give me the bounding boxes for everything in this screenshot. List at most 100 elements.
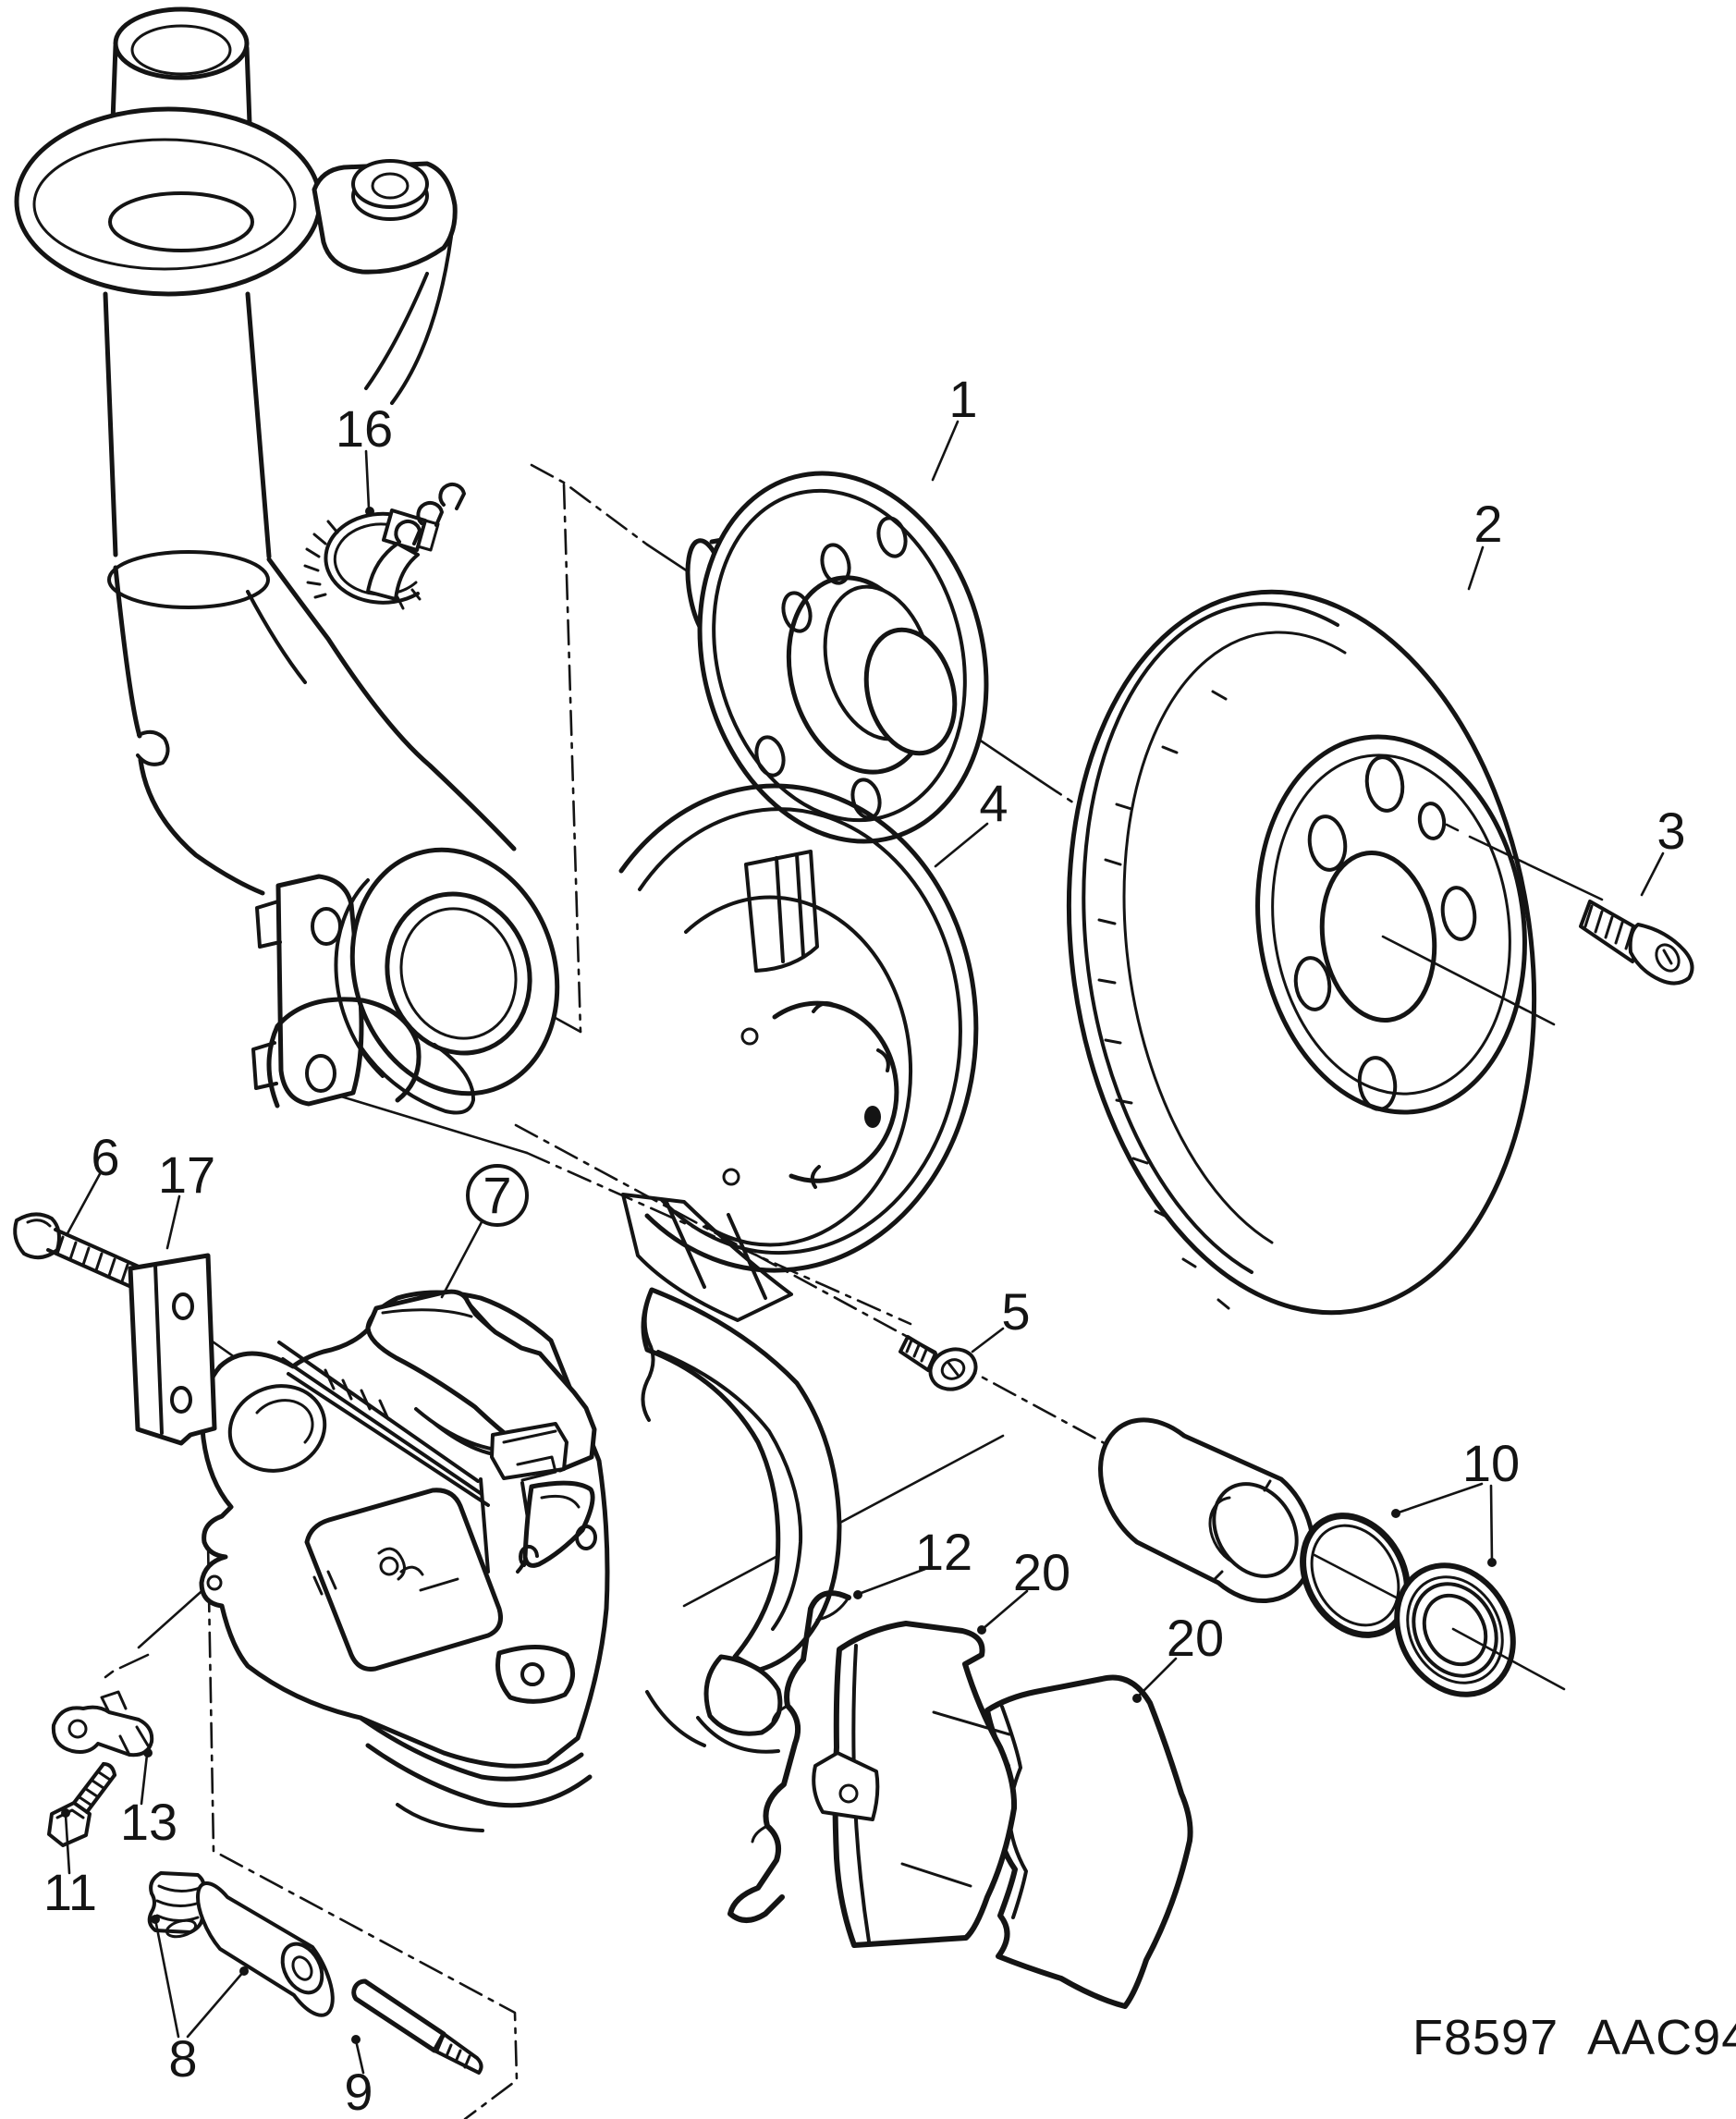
leader-dustseal-center [1451,1627,1566,1691]
steering-arm [359,1043,476,1115]
clamp-wire-strip [366,542,420,601]
leader-knuckle-lug [339,1095,529,1155]
leader-caliper-bore [682,1434,1005,1608]
ear-c-hook [519,1544,539,1567]
pad-outer-plate [984,1674,1193,2009]
dust-seal-10 [1394,1562,1566,1697]
callout-20a: 20 [1013,1543,1070,1601]
callout-9: 9 [344,2063,373,2119]
caliper-lower-lug [495,1644,575,1704]
shield-hole [722,1168,740,1186]
leader-20a [981,1589,1029,1631]
callout-5: 5 [1001,1282,1030,1341]
bearing-bore [385,891,532,1056]
bolt11-head [47,1801,92,1847]
axis-lug-to-screw5 [525,1151,912,1326]
shield-outer-rim [618,783,979,1273]
clip-hole [67,1719,88,1739]
carrier-lower-curl [645,1690,780,1754]
clamp-band-ticks [303,520,422,610]
hub-flange-rim [712,488,967,823]
callout-1: 1 [948,370,977,428]
leader-ear-to-clip-dash [104,1653,150,1679]
leader-lines [61,420,1665,2075]
piston-mouth [1212,1482,1299,1578]
callout-8: 8 [168,2029,197,2088]
dust-seal-hole [1422,1593,1488,1667]
hub-bore [863,627,958,756]
callout-20b: 20 [1167,1609,1224,1667]
tube-mouth [107,550,270,609]
disc-lug-hole [1440,886,1477,941]
strut-assembly [14,6,560,1115]
shield-rivet [864,1106,881,1128]
hub-lug-hole [876,516,908,558]
spring-wire [727,1590,851,1923]
disc-center-bore [1319,850,1437,1023]
pin-body [351,1978,446,2053]
arm-hole [371,172,410,200]
spring-seat-inner [32,138,297,271]
bracket-17 [128,1253,217,1446]
wheel-hub [685,471,989,844]
pad-spring-12 [727,1590,851,1923]
bracket-hole-upper [172,1292,194,1320]
leader-16 [364,449,371,510]
piston-boot-ring [227,1384,327,1473]
shield-hole [740,1027,759,1046]
disc-face-edge [1122,631,1347,1244]
carrier-lower-boss [703,1654,783,1736]
callout-6: 6 [91,1128,119,1186]
callout-7: 7 [483,1166,511,1224]
bolt6-threads [55,1235,142,1289]
callout-4: 4 [979,774,1008,832]
hose-clamp [303,482,466,610]
leader-1 [931,420,960,482]
disc-lug-hole [1307,815,1348,872]
bearing-boss [349,847,560,1096]
caliper-lug-hole-upper [575,1525,597,1550]
figure-code: F8597 AAC94 [1412,2010,1736,2065]
carrier-horn-inner [656,1350,803,1631]
callout-circle-7 [466,1164,529,1227]
guide-pin-9 [351,1978,483,2075]
flange-boss-lower [251,1041,278,1090]
seat-collar [108,191,254,252]
bracket-plate [128,1253,217,1446]
clamp-band [324,511,420,605]
leader-9 [354,2039,365,2075]
leader-8 [153,1917,246,2039]
frame-guide-pin-zone [206,1540,519,2119]
pad-tab-hole [838,1783,859,1804]
shield-bottom-flap [621,1193,793,1322]
bridge-fins [324,1368,390,1421]
caliper-window [304,1488,503,1672]
shield-center-cutout [772,1000,899,1183]
tube-ear [136,729,170,766]
bracket-hole-lower [170,1386,192,1414]
callout-16: 16 [336,399,393,458]
window-spring-detail [377,1547,424,1581]
bolt3-socket [1655,943,1681,973]
pin-threads-zone [433,2032,483,2075]
strut-rod-top [113,6,250,80]
leader-13 [140,1753,149,1806]
seal-ring-10 [1300,1513,1411,1638]
disc-lug-hole [1364,755,1405,813]
strut-mid-tube [103,291,272,559]
caliper-tongue [358,1715,593,1808]
bolt3-threads [1583,904,1634,950]
brake-pad-outer [984,1674,1193,2009]
pad-stop-block [490,1422,568,1480]
shield-top-window [744,850,819,973]
leader-disc-hole-to-bolt [1445,823,1604,901]
brake-caliper [199,1287,842,1832]
axis-vertical-to-shield [562,483,582,1034]
leader-4 [934,822,989,868]
leader-20b [1135,1657,1178,1699]
piston-10 [1098,1417,1315,1604]
callout-10: 10 [1462,1434,1520,1492]
